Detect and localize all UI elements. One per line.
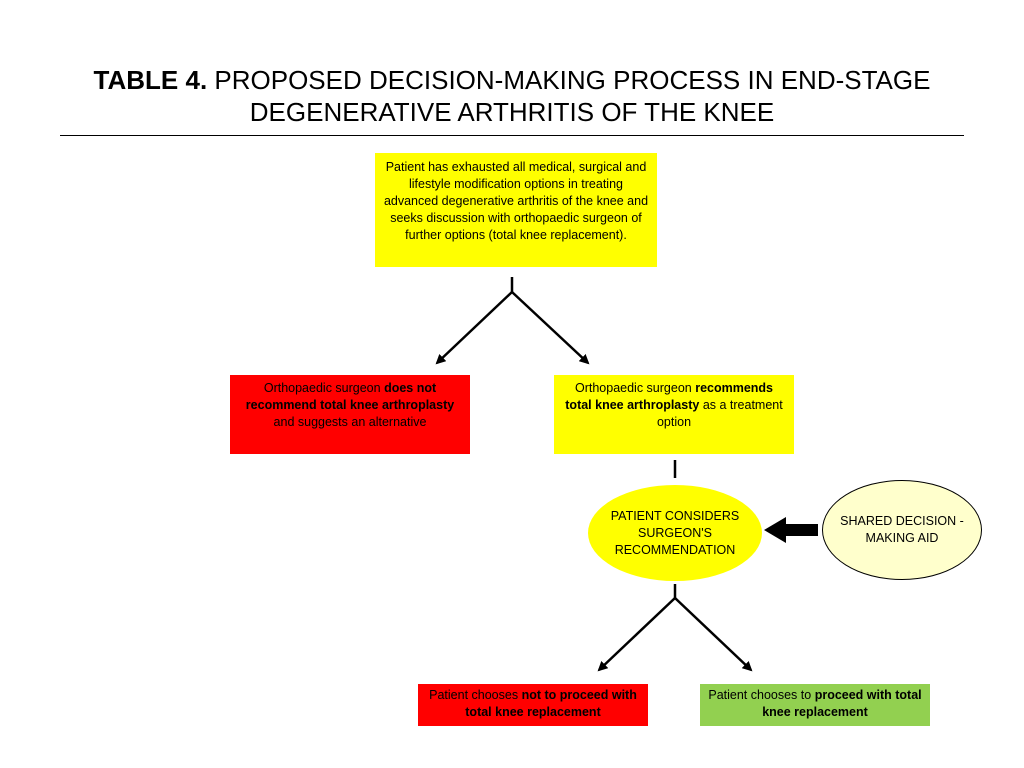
node-not-recommend-post: and suggests an alternative: [273, 415, 427, 429]
title-text: PROPOSED DECISION-MAKING PROCESS IN END-…: [207, 65, 931, 127]
page-title: TABLE 4. PROPOSED DECISION-MAKING PROCES…: [60, 64, 964, 128]
arrow-aid-to-consider: [764, 517, 818, 543]
node-recommend-bold: recommends total knee arthroplasty: [565, 381, 774, 412]
arrow-to-not-recommend: [435, 291, 513, 365]
node-proceed-bold: proceed with total knee replacement: [762, 688, 922, 719]
node-proceed: Patient chooses to proceed with total kn…: [700, 684, 930, 726]
node-patient-considers-text: PATIENT CONSIDERS SURGEON'S RECOMMENDATI…: [610, 508, 740, 557]
title-divider: [60, 135, 964, 136]
node-recommend-pre: Orthopaedic surgeon: [574, 381, 696, 395]
node-not-proceed-pre: Patient chooses: [429, 688, 522, 702]
node-recommend-post: as a treatment option: [656, 398, 783, 429]
node-patient-considers: PATIENT CONSIDERS SURGEON'S RECOMMENDATI…: [588, 485, 762, 581]
arrow-to-recommend: [511, 291, 590, 365]
node-not-proceed: Patient chooses not to proceed with tota…: [418, 684, 648, 726]
node-not-recommend-bold: does not recommend total knee arthroplas…: [245, 381, 455, 412]
node-exhausted-options-text: Patient has exhausted all medical, surgi…: [383, 160, 649, 242]
arrow-to-proceed: [674, 597, 753, 672]
title-label: TABLE 4.: [93, 65, 208, 95]
node-surgeon-not-recommend: Orthopaedic surgeon does not recommend t…: [230, 375, 470, 454]
node-surgeon-recommends: Orthopaedic surgeon recommends total kne…: [554, 375, 794, 454]
arrow-to-not-proceed: [597, 597, 676, 672]
node-proceed-pre: Patient chooses to: [708, 688, 815, 702]
node-not-recommend-pre: Orthopaedic surgeon: [263, 381, 385, 395]
node-shared-decision-aid-text: SHARED DECISION - MAKING AID: [840, 514, 964, 545]
node-not-proceed-bold: not to proceed with total knee replaceme…: [465, 688, 637, 719]
node-shared-decision-aid: SHARED DECISION - MAKING AID: [822, 480, 982, 580]
node-exhausted-options: Patient has exhausted all medical, surgi…: [375, 153, 657, 267]
